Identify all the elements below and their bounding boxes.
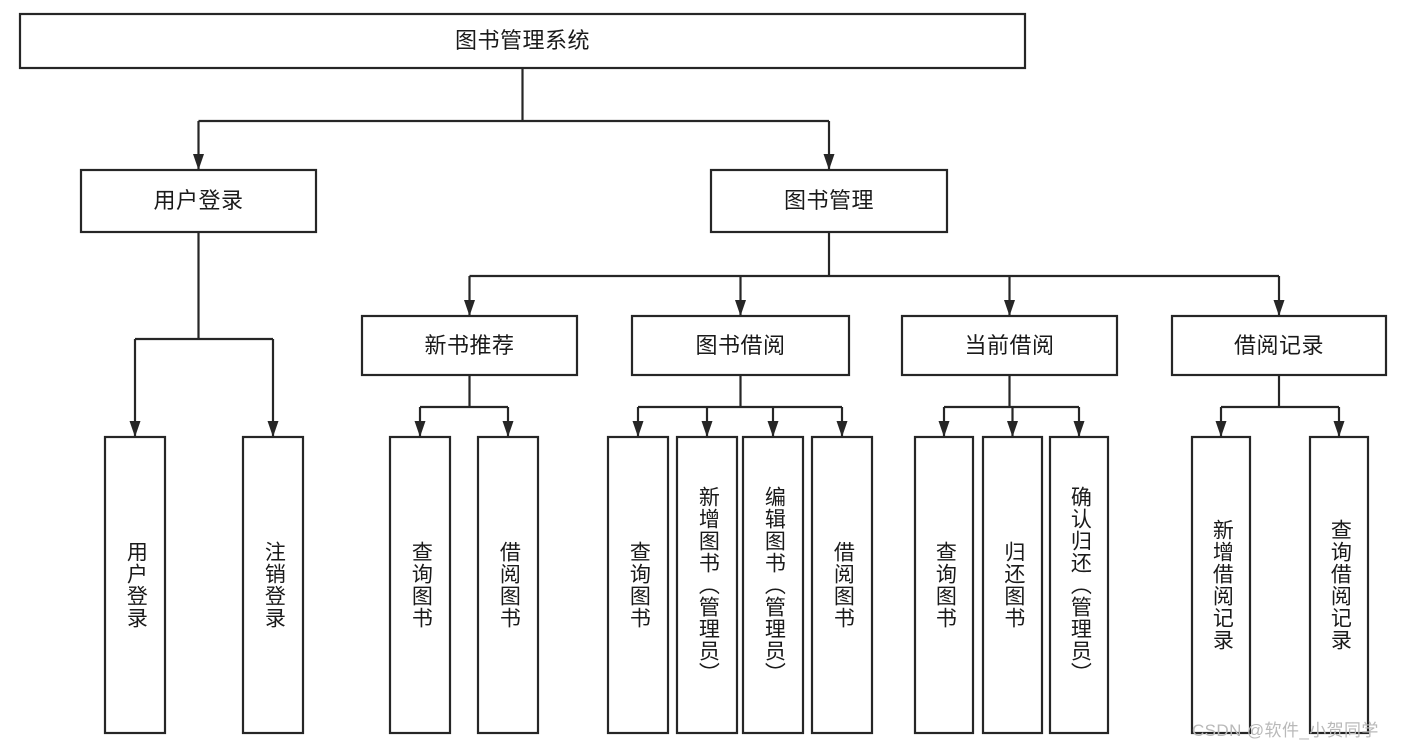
arrow-head-icon — [701, 421, 713, 437]
arrow-head-icon — [1004, 300, 1015, 316]
node-box-leaf-user-login — [103, 435, 167, 735]
arrow-head-icon — [414, 421, 426, 437]
boxes-layer — [18, 12, 1388, 735]
node-box-leaf-bb-query-book — [606, 435, 670, 735]
arrow-head-icon — [1333, 421, 1345, 437]
node-box-leaf-bb-add-book — [675, 435, 739, 735]
arrow-head-icon — [502, 421, 514, 437]
arrow-head-icon — [193, 154, 204, 170]
arrow-head-icon — [267, 421, 279, 437]
arrow-head-icon — [767, 421, 779, 437]
node-box-user-login — [79, 168, 318, 234]
node-box-leaf-cb-return-book — [981, 435, 1044, 735]
arrow-head-icon — [632, 421, 644, 437]
node-box-borrow-record — [1170, 314, 1388, 377]
arrow-head-icon — [735, 300, 746, 316]
arrow-head-icon — [823, 154, 835, 170]
node-box-leaf-rec-borrow-book — [476, 435, 540, 735]
node-box-leaf-cb-confirm-return — [1048, 435, 1110, 735]
node-box-book-manage — [709, 168, 949, 234]
watermark-text: CSDN @软件_小贺同学 — [1192, 721, 1379, 740]
connectors-layer — [129, 68, 1345, 437]
node-box-leaf-bb-edit-book — [741, 435, 805, 735]
node-box-leaf-bb-borrow-book — [810, 435, 874, 735]
node-box-current-borrow — [900, 314, 1119, 377]
arrow-head-icon — [129, 421, 141, 437]
node-box-leaf-br-query-record — [1308, 435, 1370, 735]
arrow-head-icon — [938, 421, 950, 437]
node-box-leaf-cb-query-book — [913, 435, 975, 735]
arrow-head-icon — [1073, 421, 1085, 437]
arrow-head-icon — [1273, 300, 1285, 316]
node-box-root — [18, 12, 1027, 70]
node-box-book-borrow — [630, 314, 851, 377]
node-box-leaf-br-add-record — [1190, 435, 1252, 735]
node-box-leaf-logout — [241, 435, 305, 735]
node-box-new-book-rec — [360, 314, 579, 377]
node-box-leaf-rec-query-book — [388, 435, 452, 735]
arrow-head-icon — [464, 300, 475, 316]
arrow-head-icon — [1007, 421, 1018, 437]
arrow-head-icon — [1215, 421, 1227, 437]
arrow-head-icon — [836, 421, 848, 437]
